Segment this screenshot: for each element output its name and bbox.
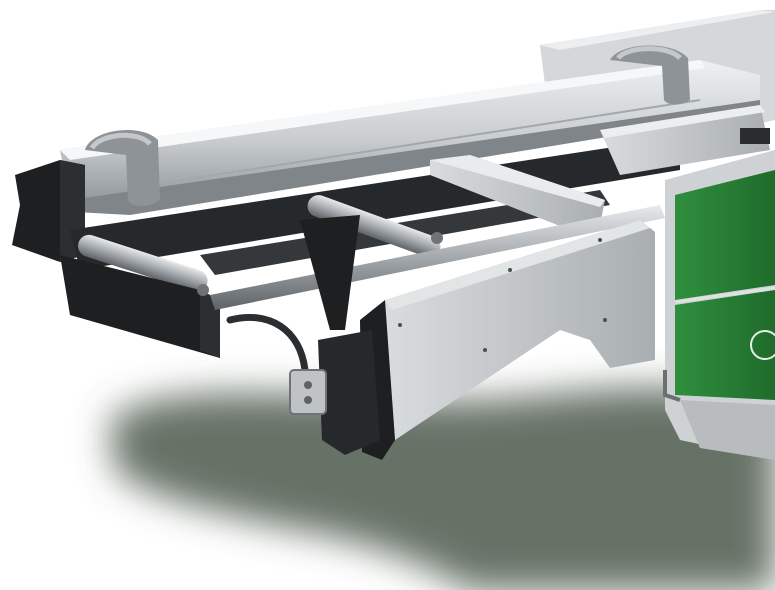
- cable-and-switch: [226, 313, 327, 415]
- rail-end-cap: [12, 160, 85, 262]
- support-roller-right: [307, 195, 441, 258]
- roller-knob-right: [431, 232, 443, 244]
- roller-knob-left: [197, 284, 209, 296]
- sliding-table-rail: [60, 60, 760, 215]
- extension-arm-top-middle: [430, 155, 605, 228]
- machine-cabinet: [663, 150, 775, 460]
- machine-logo-emblem: [750, 330, 775, 360]
- support-post: [300, 215, 360, 330]
- fence-clamp-left: [85, 129, 160, 206]
- support-roller-left: [78, 234, 208, 292]
- support-leg-block: [318, 300, 395, 460]
- fence-clamp-right: [610, 45, 690, 105]
- floor-shadow: [110, 387, 775, 590]
- extension-arm-top-right: [600, 105, 770, 175]
- support-arm-panel: [385, 220, 655, 440]
